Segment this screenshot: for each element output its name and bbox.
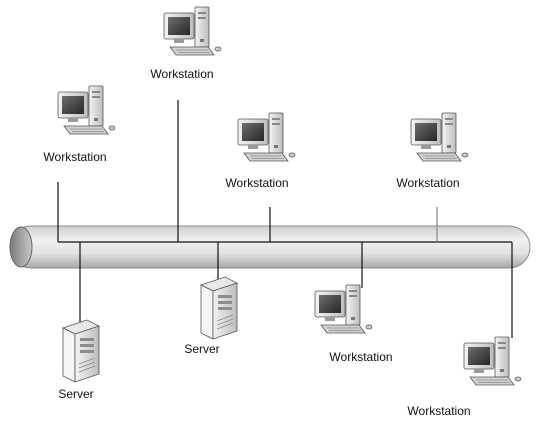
workstation-node: Workstation [43, 85, 116, 164]
server-label: Server [184, 342, 219, 356]
workstation-label: Workstation [225, 176, 288, 190]
workstation-label: Workstation [150, 67, 213, 81]
workstation-node: Workstation [396, 112, 469, 190]
connection-lines [57, 100, 513, 338]
workstation-icon [410, 112, 469, 162]
workstation-label: Workstation [329, 350, 392, 364]
workstation-icon [463, 336, 522, 386]
network-backbone-cable [9, 225, 531, 269]
server-icon [62, 319, 100, 383]
workstation-icon [163, 6, 222, 56]
workstation-label: Workstation [407, 404, 470, 418]
workstation-node: Workstation [314, 284, 393, 364]
workstation-node: Workstation [407, 336, 522, 418]
server-icon [200, 276, 238, 340]
workstation-icon [57, 85, 116, 135]
workstation-label: Workstation [396, 176, 459, 190]
server-node: Server [58, 319, 100, 401]
server-node: Server [184, 276, 238, 356]
workstation-label: Workstation [43, 150, 106, 164]
workstation-node: Workstation [150, 6, 222, 81]
workstation-node: Workstation [225, 112, 296, 190]
workstation-icon [237, 112, 296, 162]
server-label: Server [58, 387, 93, 401]
workstation-icon [314, 284, 373, 334]
